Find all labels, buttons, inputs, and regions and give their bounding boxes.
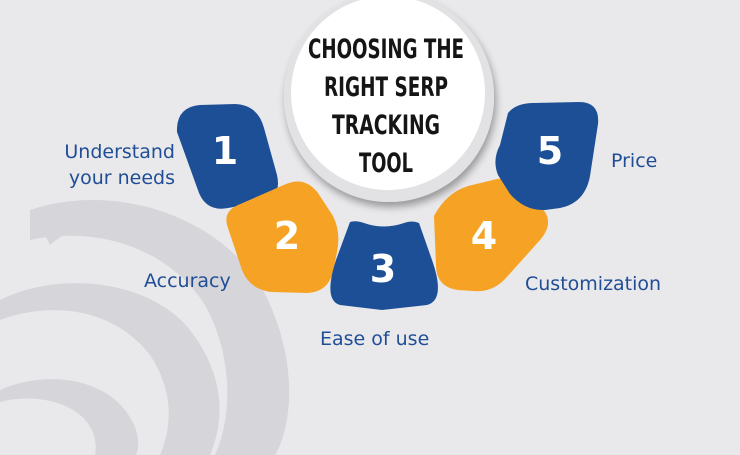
watermark-globe (0, 200, 290, 455)
step-tile-1-shape (176, 104, 278, 209)
step-label-1-line-2: your needs (68, 167, 175, 189)
step-label-3: Ease of use (320, 328, 430, 350)
step-label-1-line-1: Understand (64, 141, 175, 163)
step-tile-4-number: 4 (471, 214, 497, 258)
step-tile-4: 4 (434, 178, 549, 292)
title-line-3: TRACKING (332, 110, 440, 141)
title-circle: CHOOSING THE RIGHT SERP TRACKING TOOL (284, 0, 494, 202)
step-tile-5-shape (495, 102, 599, 211)
title-line-2: RIGHT SERP (324, 72, 448, 103)
step-tile-3: 3 (330, 221, 438, 310)
step-label-2: Accuracy (144, 270, 231, 292)
step-tile-3-shape (330, 221, 438, 310)
step-tile-1-number: 1 (212, 129, 238, 173)
step-tile-5-number: 5 (537, 129, 563, 173)
title-line-1: CHOOSING THE (308, 34, 464, 65)
step-tile-2-number: 2 (274, 214, 300, 258)
step-label-5: Price (611, 150, 658, 172)
step-label-4: Customization (525, 273, 662, 295)
step-tile-5: 5 (495, 102, 599, 211)
step-tile-3-number: 3 (370, 247, 396, 291)
title-circle-face (291, 0, 485, 190)
title-line-4: TOOL (359, 148, 413, 179)
step-tile-4-shape (434, 178, 549, 292)
step-label-1: Understand your needs (64, 139, 175, 191)
step-tile-2: 2 (226, 181, 339, 293)
step-tile-1: 1 (176, 104, 278, 209)
step-tile-2-shape (226, 181, 339, 293)
